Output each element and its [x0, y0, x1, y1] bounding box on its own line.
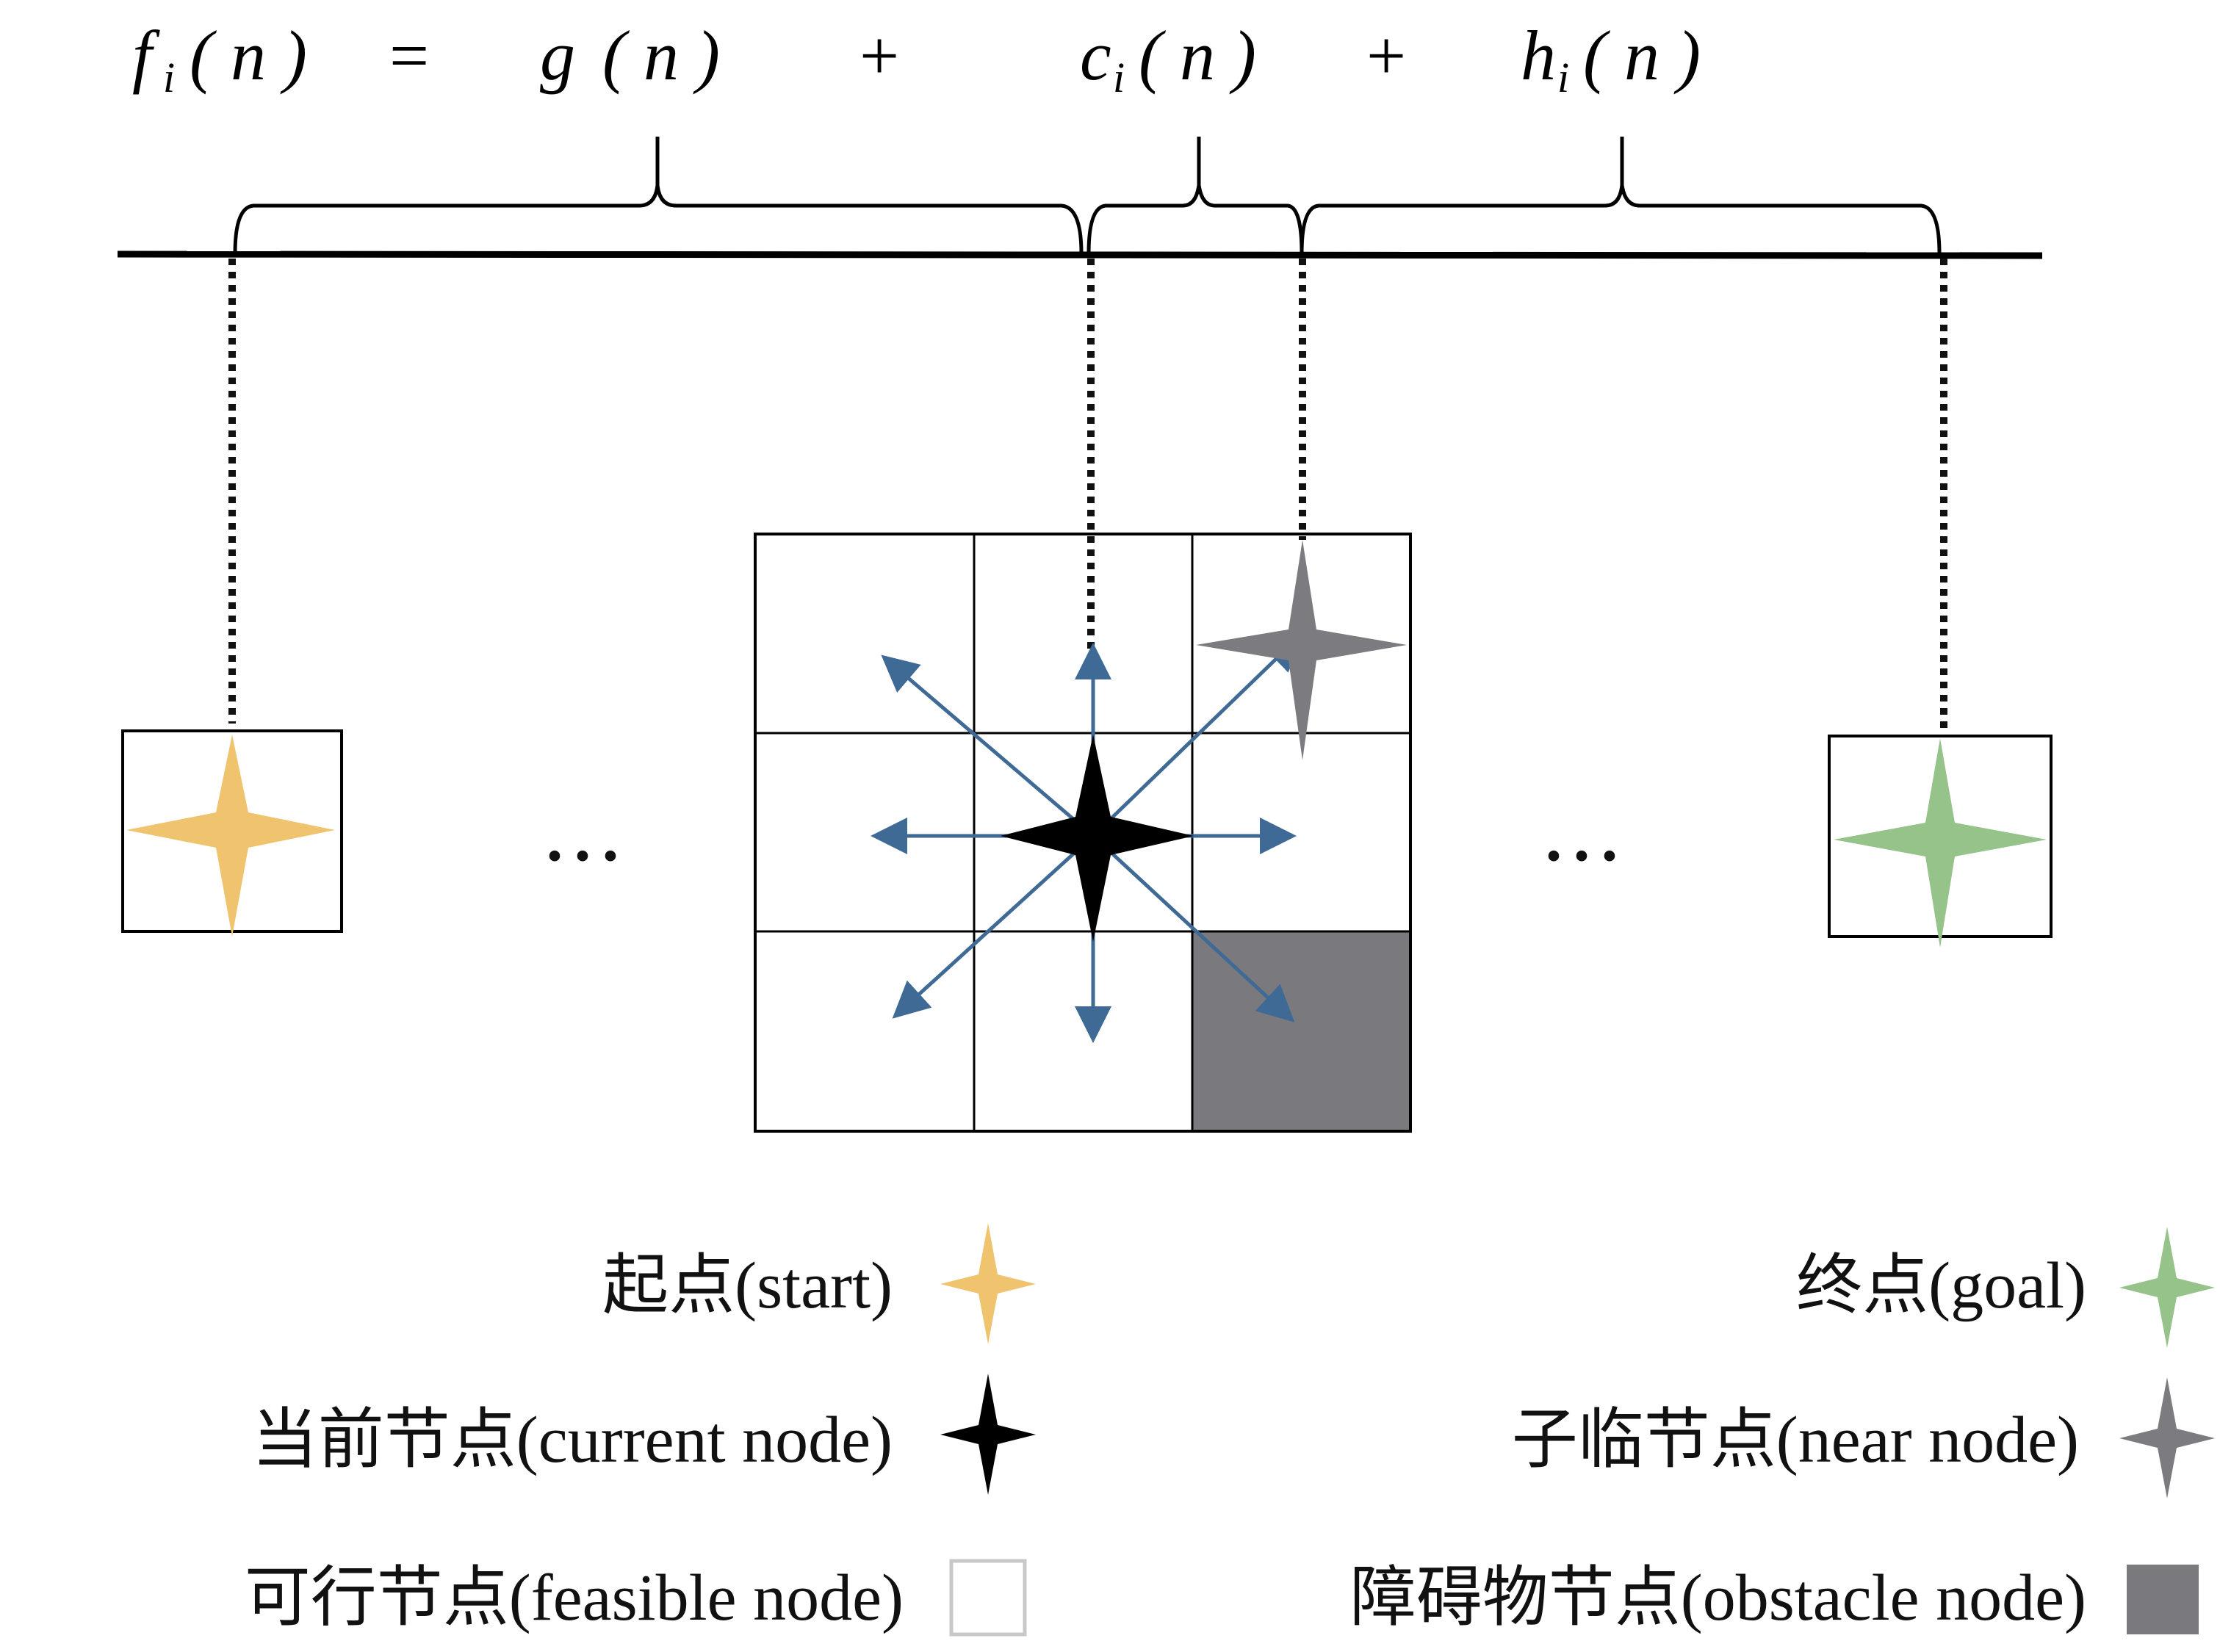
formula-c: c	[1080, 16, 1111, 95]
legend-near-label: 子临节点(near node)	[1512, 1404, 2079, 1476]
legend-current-label: 当前节点(current node)	[252, 1404, 893, 1476]
formula-h-subscript: i	[1557, 54, 1569, 101]
formula-equals: =	[389, 16, 429, 95]
legend-near-star-icon	[2119, 1377, 2215, 1498]
formula-h-argument: ( n )	[1583, 16, 1701, 95]
braces	[233, 137, 1942, 254]
formula-f-subscript: i	[163, 54, 175, 101]
ellipsis-left: ···	[544, 820, 627, 892]
formula-g: g	[540, 16, 575, 95]
formula-g-argument: ( n )	[602, 16, 720, 95]
arrow-down-right	[1092, 834, 1295, 1022]
arrow-down-left	[892, 834, 1095, 1019]
search-grid	[754, 533, 1412, 1133]
formula: f i ( n ) = g ( n ) + c i ( n ) + h i ( …	[132, 16, 1701, 101]
brace-h	[1300, 137, 1942, 254]
brace-g	[233, 137, 1084, 254]
brace-c	[1086, 137, 1304, 254]
goal-star-icon	[1834, 738, 2047, 948]
formula-c-subscript: i	[1113, 54, 1125, 101]
legend-goal-star-icon	[2119, 1227, 2215, 1348]
obstacle-cell	[1192, 931, 1410, 1131]
arrow-up-left	[881, 654, 1095, 837]
formula-plus-2: +	[1366, 16, 1406, 95]
formula-f-argument: ( n )	[190, 16, 307, 95]
legend-feasible-label: 可行节点(feasible node)	[245, 1562, 904, 1634]
legend-current-star-icon	[940, 1374, 1036, 1495]
start-star-icon	[126, 735, 335, 937]
formula-c-argument: ( n )	[1139, 16, 1256, 95]
legend: 起点(start) 终点(goal) 当前节点(current node) 子临…	[245, 1223, 2215, 1637]
legend-feasible-swatch	[949, 1559, 1027, 1637]
arrow-up-right	[1092, 634, 1302, 837]
formula-f: f	[132, 16, 160, 95]
formula-h: h	[1521, 16, 1556, 95]
legend-goal-label: 终点(goal)	[1796, 1249, 2086, 1322]
axis-line	[117, 250, 2043, 259]
legend-obstacle-label: 障碍物节点(obstacle node)	[1350, 1562, 2086, 1634]
formula-plus-1: +	[859, 16, 899, 95]
current-node-star-icon	[1001, 735, 1194, 942]
grid-border	[754, 533, 1412, 1133]
legend-start-star-icon	[940, 1223, 1036, 1344]
drop-lines	[228, 259, 1947, 731]
legend-start-label: 起点(start)	[602, 1249, 893, 1322]
legend-obstacle-swatch	[2127, 1565, 2199, 1634]
ellipsis-right: ···	[1543, 820, 1626, 892]
near-node-star-icon	[1196, 540, 1407, 760]
